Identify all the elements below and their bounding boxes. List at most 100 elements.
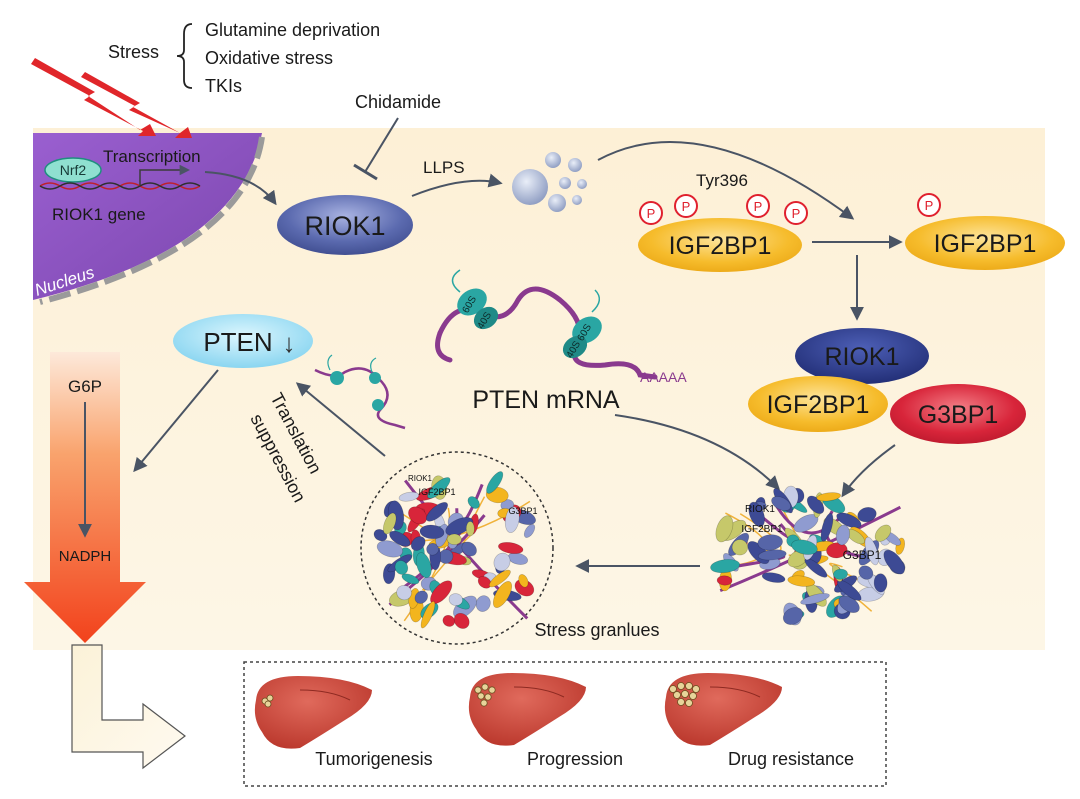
granule-protein [731,539,748,556]
granule-protein [467,496,480,509]
granule-protein [394,560,409,575]
stress-list: Stress Glutamine deprivation Oxidative s… [108,20,380,96]
phospho-icon: P [746,194,770,218]
granule-protein [804,558,828,578]
outcome-progression-label: Progression [527,749,623,769]
stress-item-oxidative: Oxidative stress [205,48,333,68]
granule-protein [415,552,432,579]
llps-arrow [411,173,503,197]
granule-protein [492,581,513,608]
nrf2-factor [44,157,102,183]
stress-label: Stress [108,42,159,62]
stress-bolts-icon [31,58,192,138]
granule-protein [408,506,428,525]
granule-protein [442,615,456,627]
suppressed-mrna-icon [314,354,406,430]
granule-protein [493,552,511,572]
complex-to-granule-arrow [841,444,896,498]
granule-protein [816,492,841,502]
granule-protein [835,524,850,546]
nadph-label: NADPH [59,548,112,565]
pten-decrease-icon: ↓ [283,328,296,358]
liver-icon [254,676,372,749]
pten-mrna-label: PTEN mRNA [472,386,620,414]
granule-protein-tag: RIOK1 [408,474,433,483]
granule-protein [376,540,403,558]
ribosome-icon: 60S 40S [562,289,602,360]
igf2bp1-protein [905,216,1065,270]
granule-protein [748,501,765,527]
dna-helix [39,182,201,190]
polya-tail-label: AAAAA [640,369,687,385]
granule-protein [373,529,388,542]
outcome-arrow [71,644,186,770]
granule-protein [782,607,804,625]
granule-protein [486,471,504,494]
granule-protein [419,524,445,540]
granule-protein [836,512,862,529]
complex-igf2bp1-label: IGF2BP1 [767,391,870,419]
granule-protein [771,496,791,511]
transcription-arrow [204,171,277,206]
phospho-marks: P P P P [639,194,808,225]
stress-granule-circle [360,451,554,645]
granule-protein [414,590,428,604]
granule-protein [453,612,470,629]
igf2bp1-phospho-protein [638,218,802,272]
complex-g3bp1-label: G3BP1 [918,401,999,429]
chidamide-label: Chidamide [355,92,441,112]
phospho-mark: P [682,199,691,214]
phospho-icon: P [917,193,941,217]
complex-g3bp1-protein [890,384,1026,444]
granule-protein [401,573,420,585]
granule-protein-tag: RIOK1 [745,504,775,515]
granule-protein [427,477,451,499]
granule-protein [761,572,786,583]
complex-riok1-label: RIOK1 [824,343,899,371]
granule-protein [465,521,475,537]
granule-protein [498,542,524,554]
pten-to-g6p-arrow [133,369,219,473]
granule-protein [426,502,448,522]
granule-protein [787,575,816,587]
granule-protein [858,565,874,580]
granule-protein [518,574,529,588]
granule-protein [489,569,511,588]
phospho-icon: P [674,194,698,218]
granule-protein [791,539,818,555]
granule-protein [410,536,426,551]
granule-protein [389,530,411,547]
liver-icon [468,673,586,746]
translation-suppression-arrow [295,382,386,457]
pten-label: PTEN [203,327,272,357]
phospho-mark: P [792,206,801,221]
complex-igf2bp1-protein [748,376,888,432]
granule-protein [715,515,734,543]
stress-item-glutamine: Glutamine deprivation [205,20,380,40]
granule-protein [504,506,520,533]
condensate-droplets [512,152,587,212]
g6p-label: G6P [68,377,102,396]
granule-protein [836,579,862,601]
transcription-label: Transcription [103,147,201,166]
granule-protein [420,601,436,629]
granule-protein [820,513,834,542]
outcome-progression: Progression [468,673,623,769]
phospho-icon: P [639,201,663,225]
granule-protein-tag: G3BP1 [508,506,537,516]
granule-protein-tag: IGF2BP1 [741,524,783,535]
granule-protein [826,542,848,559]
granule-protein [398,491,420,502]
riok1-gene-label: RIOK1 gene [52,205,146,224]
phospho-mark: P [925,198,934,213]
granule-protein [800,593,830,605]
riok1-igf2bp1-g3bp1-complex: RIOK1 IGF2BP1 G3BP1 [748,328,1026,444]
phospho-mark: P [754,199,763,214]
riok1-label: RIOK1 [304,211,385,241]
phospho-icon: P [784,201,808,225]
granule-protein [883,549,905,575]
pten-mrna: 60S 40S 60S 40S AAAAA [435,269,687,385]
